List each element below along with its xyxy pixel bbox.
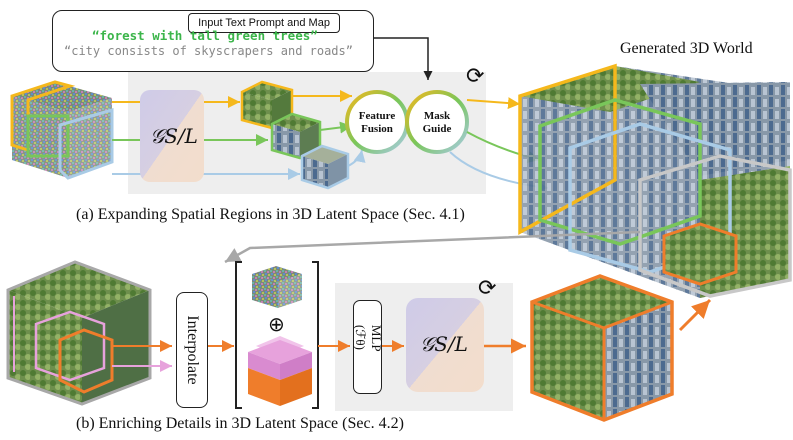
caption-b: (b) Enriching Details in 3D Latent Space…	[76, 415, 404, 432]
interpolate-box: Interpolate	[176, 292, 208, 408]
plus-symbol: ⊕	[268, 312, 285, 336]
mask-guide-label: Mask Guide	[422, 110, 452, 135]
feature-fusion-label: Feature Fusion	[358, 110, 396, 135]
prompt-primary: “forest with tall green trees”	[92, 28, 318, 43]
stacked-latent-cube	[248, 336, 312, 406]
refresh-icon: ⟳	[478, 276, 497, 301]
final-detailed-cube	[530, 274, 674, 422]
caption-a: (a) Expanding Spatial Regions in 3D Late…	[76, 206, 465, 223]
stage-b-input-cube	[6, 260, 152, 406]
prompt-box: Input Text Prompt and Map	[52, 10, 374, 72]
latent-cube-blue	[300, 144, 350, 190]
interpolate-label: Interpolate	[184, 315, 201, 385]
generator-a-box	[140, 90, 204, 182]
right-bracket	[312, 261, 319, 409]
left-bracket	[235, 261, 242, 409]
generated-world	[518, 63, 792, 298]
prompt-secondary: “city consists of skyscrapers and roads”	[64, 44, 353, 58]
generator-a-label: 𝒢S/L	[150, 124, 198, 148]
mlp-label: MLP (ℱθ)	[352, 324, 384, 351]
mask-guide-node: Mask Guide	[413, 99, 461, 147]
output-label: Generated 3D World	[620, 40, 753, 57]
mlp-box: MLP (ℱθ)	[352, 300, 384, 394]
noise-cube-small	[252, 266, 302, 308]
final-to-world-arrow	[678, 298, 712, 332]
generator-b-box	[406, 298, 484, 392]
generator-b-label: 𝒢S/L	[420, 332, 468, 356]
mask-guide-ring	[405, 90, 469, 154]
prompt-title: Input Text Prompt and Map	[188, 13, 340, 33]
input-latent-cube	[10, 80, 114, 180]
refresh-icon: ⟳	[466, 64, 485, 89]
prompt-to-mask-arrow	[372, 37, 433, 80]
feature-fusion-node: Feature Fusion	[353, 99, 401, 147]
gray-arrow	[224, 230, 641, 264]
